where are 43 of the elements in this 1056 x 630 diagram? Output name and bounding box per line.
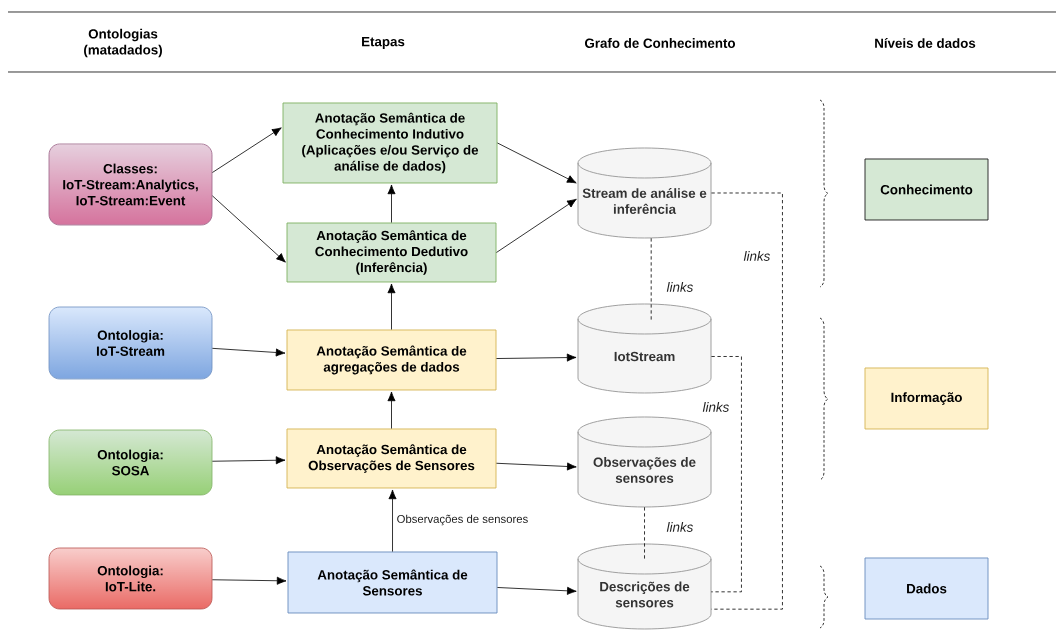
database-cylinder: Observações de sensores (577, 416, 712, 508)
arrow (212, 456, 286, 465)
level-box: Conhecimento (864, 158, 989, 221)
edge-label: links (665, 280, 695, 294)
step-box: Anotação Semântica de Conhecimento Dedutivo (Inferência) (286, 222, 497, 283)
ontology-box: Classes: IoT-Stream:Analytics, IoT-Stream:Event (48, 143, 213, 226)
arrow (387, 184, 396, 223)
arrow (212, 127, 282, 173)
column-header: Níveis de dados (875, 38, 976, 48)
edge-label: links (742, 249, 772, 263)
database-cylinder: IotStream (577, 303, 712, 394)
arrow (387, 283, 396, 330)
arrow (212, 347, 286, 357)
step-box: Anotação Semântica de agregações de dados (286, 329, 497, 391)
dashed-link-line (710, 356, 742, 593)
column-header: Grafo de Conhecimento (585, 38, 736, 48)
step-box: Anotação Semântica de Conhecimento Indutivo (Aplicações e/ou Serviço de análise de dados) (282, 102, 498, 184)
arrow (497, 142, 577, 184)
step-box: Anotação Semântica de Sensores (287, 551, 498, 614)
level-box: Dados (864, 557, 989, 620)
database-cylinder: Stream de análise e inferência (577, 147, 712, 239)
dashed-link-line (710, 192, 783, 610)
level-box: Informação (864, 367, 989, 430)
arrow (388, 489, 397, 552)
edge-label: Observações de sensores (395, 513, 530, 527)
column-header: Etapas (362, 37, 405, 49)
edge-label: links (665, 520, 695, 534)
ontology-box: Ontologia: IoT-Lite. (48, 547, 213, 610)
ontology-box: Ontologia: SOSA (48, 429, 213, 496)
arrow (212, 195, 286, 263)
arrow (496, 353, 577, 362)
arrow (497, 586, 577, 595)
column-header: Ontologias (matadados) (84, 28, 162, 58)
arrow (496, 462, 577, 471)
arrow (496, 198, 577, 253)
edge-label: links (701, 400, 731, 414)
dashed-link-line (644, 506, 645, 561)
ontology-box: Ontologia: IoT-Stream (48, 306, 213, 380)
database-cylinder: Descrições de sensores (577, 543, 712, 630)
step-box: Anotação Semântica de Observações de Sensores (286, 428, 497, 489)
arrow (212, 576, 287, 585)
dashed-link-line (650, 237, 652, 321)
arrow (387, 391, 396, 429)
